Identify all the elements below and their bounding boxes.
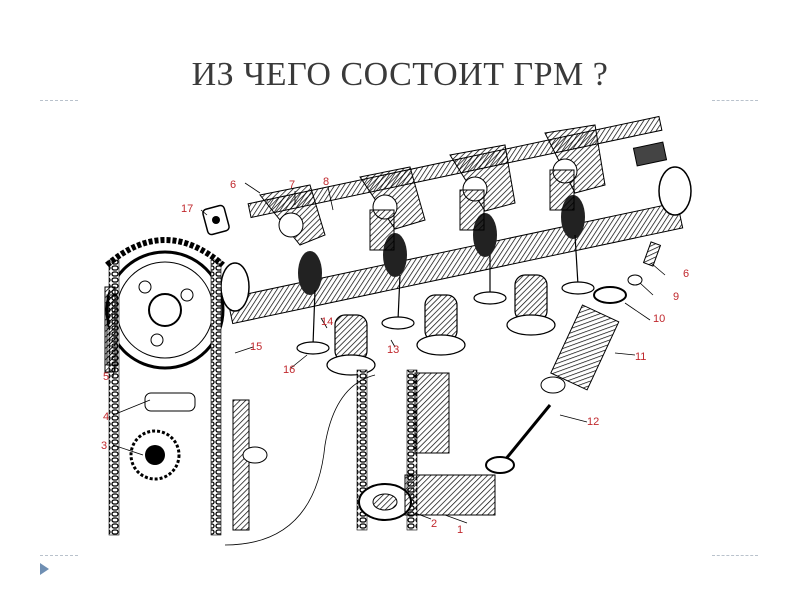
cam-sprocket: [105, 250, 225, 370]
callout-9: 9: [673, 291, 679, 303]
callout-1: 1: [457, 524, 463, 536]
valve-exploded-parts: [485, 241, 662, 474]
callout-2: 2: [431, 518, 437, 530]
valve-springs: [369, 169, 575, 251]
callout-4: 4: [103, 411, 109, 423]
callout-14: 14: [321, 316, 333, 328]
timing-chain: [105, 237, 225, 536]
leader-lines: [112, 182, 666, 524]
valves: [296, 234, 595, 355]
camshaft: [220, 166, 692, 325]
gasket: [202, 204, 230, 236]
callout-7: 7: [289, 179, 295, 191]
callout-17: 17: [181, 203, 193, 215]
divider-top-right: [712, 100, 758, 101]
divider-bottom-right: [712, 555, 758, 556]
divider-bottom-left: [40, 555, 78, 556]
callout-6-right: 6: [683, 268, 689, 280]
callout-6-left: 6: [230, 179, 236, 191]
plunger-spring: [106, 294, 118, 366]
rocker-arms: [259, 124, 606, 246]
callout-10: 10: [653, 313, 665, 325]
timing-mechanism-diagram: 1 2 3 4 5 6 6 7 8 9 10 11 12 13 14 15 16…: [101, 115, 692, 546]
callout-5: 5: [103, 371, 109, 383]
callout-16: 16: [283, 364, 295, 376]
callout-3: 3: [101, 440, 107, 452]
crank-sprocket: [129, 429, 181, 481]
callout-12: 12: [587, 416, 599, 428]
inset-crankshaft-detail: [224, 369, 496, 546]
slide-title: ИЗ ЧЕГО СОСТОИТ ГРМ ?: [191, 56, 609, 93]
callout-15: 15: [250, 341, 262, 353]
tappets: [326, 274, 556, 376]
callout-8: 8: [323, 176, 329, 188]
slide-nav-arrow-icon[interactable]: [40, 563, 49, 575]
callout-11: 11: [635, 351, 646, 363]
divider-top-left: [40, 100, 78, 101]
callout-labels: 1 2 3 4 5 6 6 7 8 9 10 11 12 13 14 15 16…: [101, 176, 689, 536]
callout-13: 13: [387, 344, 399, 356]
